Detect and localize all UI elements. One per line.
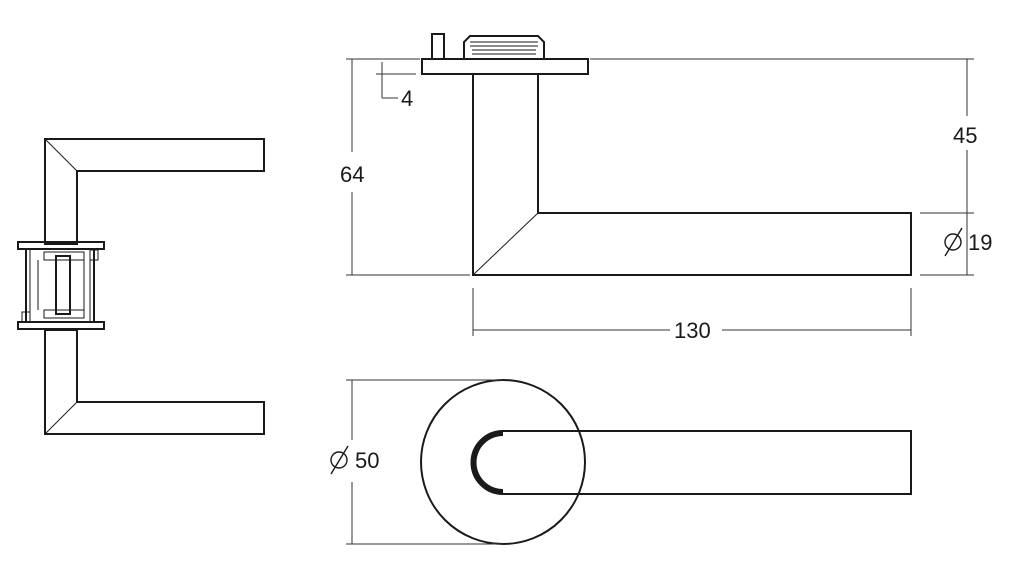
side-lever — [472, 74, 912, 276]
upper-lever — [44, 138, 265, 245]
dim-rose-thickness: 4 — [376, 62, 416, 111]
spindle-assembly — [21, 249, 99, 323]
lower-rose — [17, 321, 105, 330]
dim-total-height: 64 — [340, 58, 470, 276]
rose-circle — [420, 379, 586, 545]
lower-lever — [44, 329, 265, 435]
dim-top-to-axis: 45 — [590, 58, 977, 213]
dim-130-label: 130 — [674, 318, 711, 343]
dim-45-label: 45 — [953, 123, 977, 148]
dim-lever-diameter: 19 — [920, 212, 992, 276]
dim-rose-diameter: 50 — [330, 379, 503, 545]
side-view: 4 64 45 19 — [340, 33, 992, 343]
rose-boss — [431, 33, 545, 60]
top-view: 50 — [330, 379, 912, 545]
diameter-icon — [330, 445, 349, 475]
rose-plate — [421, 58, 589, 75]
upper-rose — [17, 241, 105, 250]
diameter-icon — [944, 227, 963, 257]
dim-19-label: 19 — [968, 230, 992, 255]
dim-64-label: 64 — [340, 162, 364, 187]
dim-50-label: 50 — [355, 448, 379, 473]
front-view — [17, 138, 265, 435]
dim-lever-length: 130 — [472, 288, 912, 343]
dim-4-label: 4 — [401, 86, 413, 111]
top-lever — [470, 430, 912, 495]
